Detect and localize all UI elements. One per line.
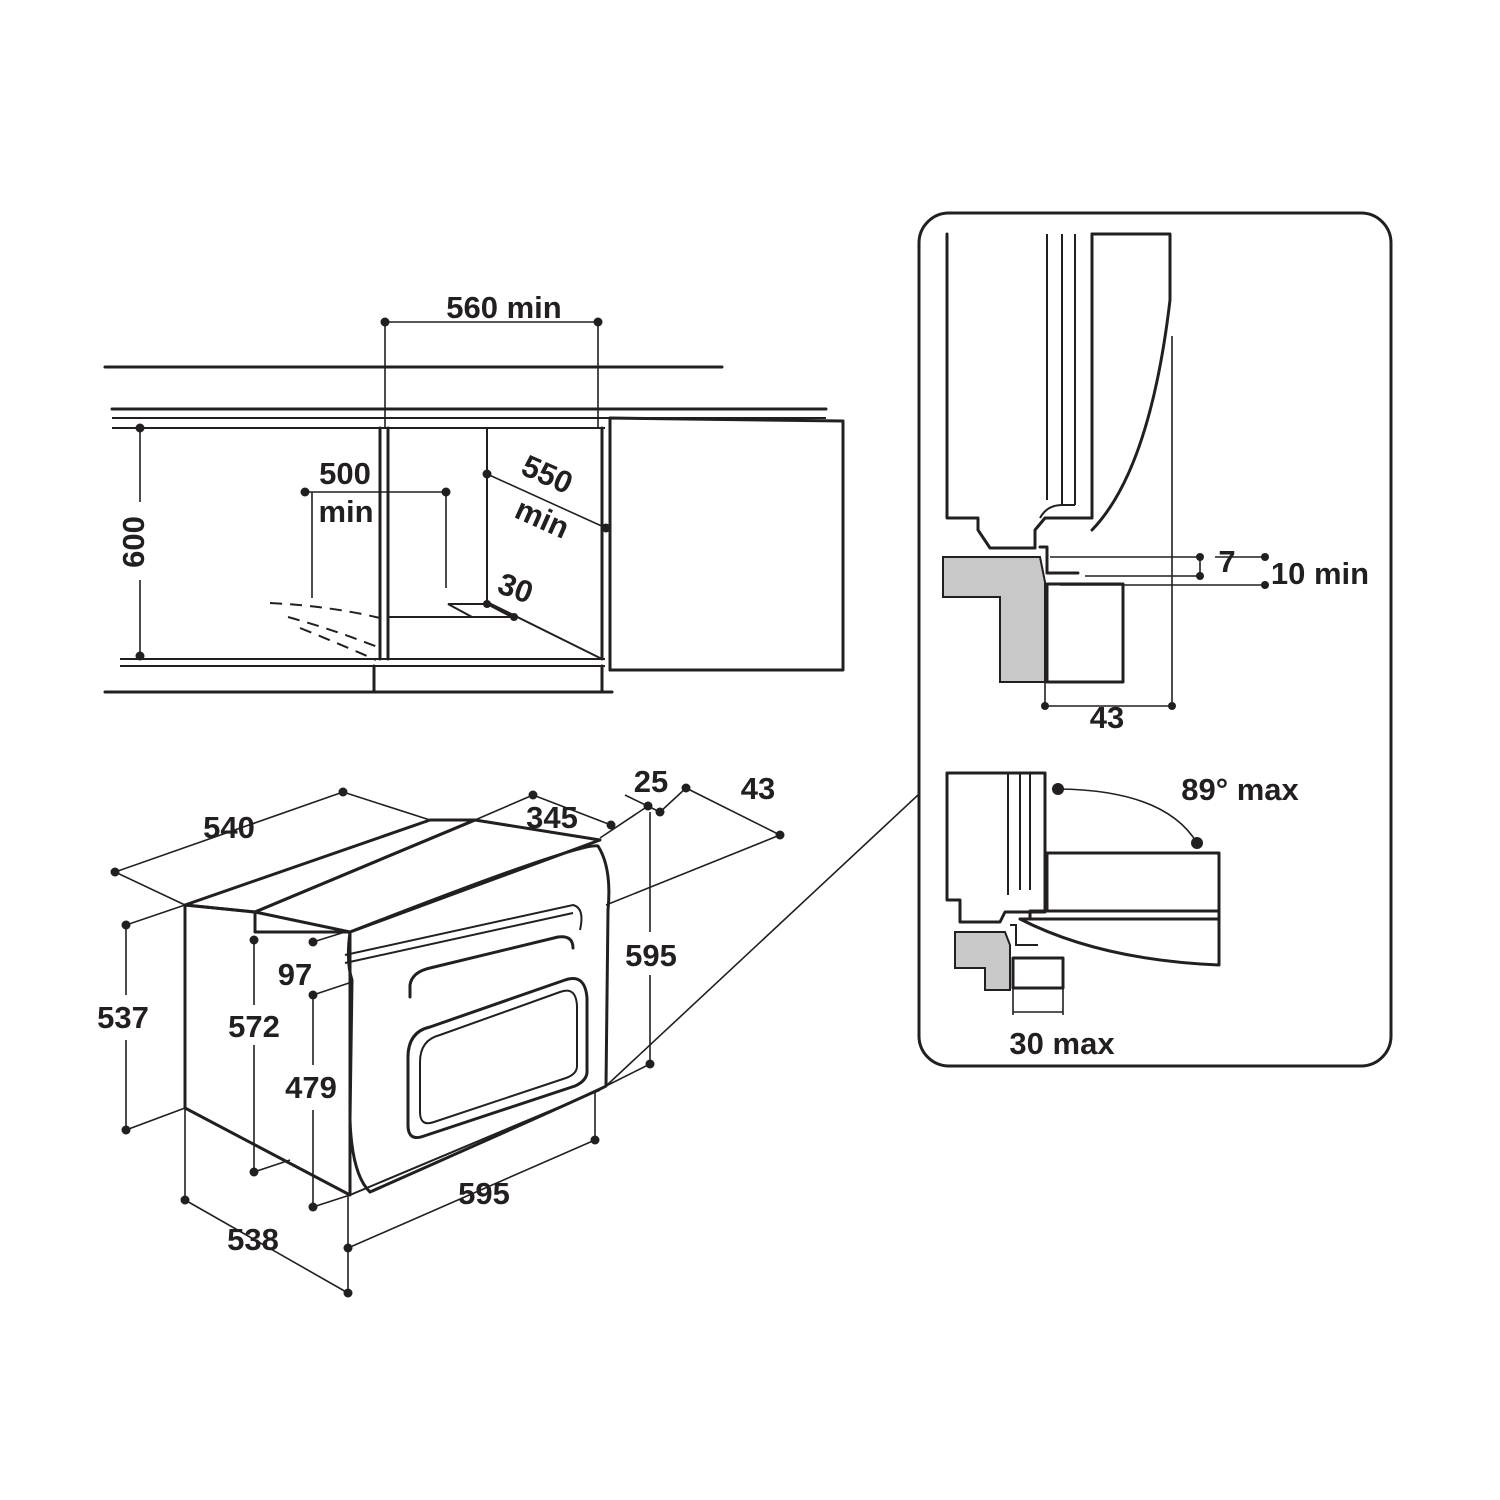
oven-labels: 540 345 25 43 595 537 572 97 479 595 538	[97, 764, 775, 1257]
rear-min-label-a: 500	[319, 456, 371, 491]
door-height-label: 479	[285, 1070, 337, 1105]
oven-dimensions	[110, 783, 919, 1298]
oven-body	[183, 818, 611, 1197]
depth-min-label-b: min	[510, 491, 575, 545]
width-min-label: 560 min	[446, 290, 561, 325]
gap-min-label: 10 min	[1271, 556, 1369, 591]
panel-width-label: 43	[1090, 700, 1124, 735]
handle-max-label: 30 max	[1009, 1026, 1115, 1061]
height-body-label: 537	[97, 1000, 149, 1035]
height-front-label: 572	[228, 1009, 280, 1044]
detail-labels: 7 10 min 43 89° max 30 max	[1009, 544, 1369, 1061]
depth-body-label: 538	[227, 1222, 279, 1257]
detail-panel	[917, 211, 1393, 1068]
height-label: 600	[116, 516, 151, 568]
floor-gap-label: 30	[493, 566, 537, 611]
rail-label: 345	[526, 800, 578, 835]
cabinet-dimensions	[135, 317, 611, 661]
door-angle-label: 89° max	[1181, 772, 1299, 807]
gap-top-label: 7	[1218, 544, 1235, 579]
offset-b-label: 43	[741, 771, 775, 806]
cabinet-labels: 560 min 600 500 min 550 min 30	[116, 290, 578, 610]
cabinet-niche	[103, 365, 845, 694]
width-top-label: 540	[203, 810, 255, 845]
front-width-label: 595	[458, 1176, 510, 1211]
offset-a-label: 25	[634, 764, 668, 799]
rear-min-label-b: min	[318, 494, 373, 529]
door-top-label: 97	[278, 957, 312, 992]
front-height-label: 595	[625, 938, 677, 973]
